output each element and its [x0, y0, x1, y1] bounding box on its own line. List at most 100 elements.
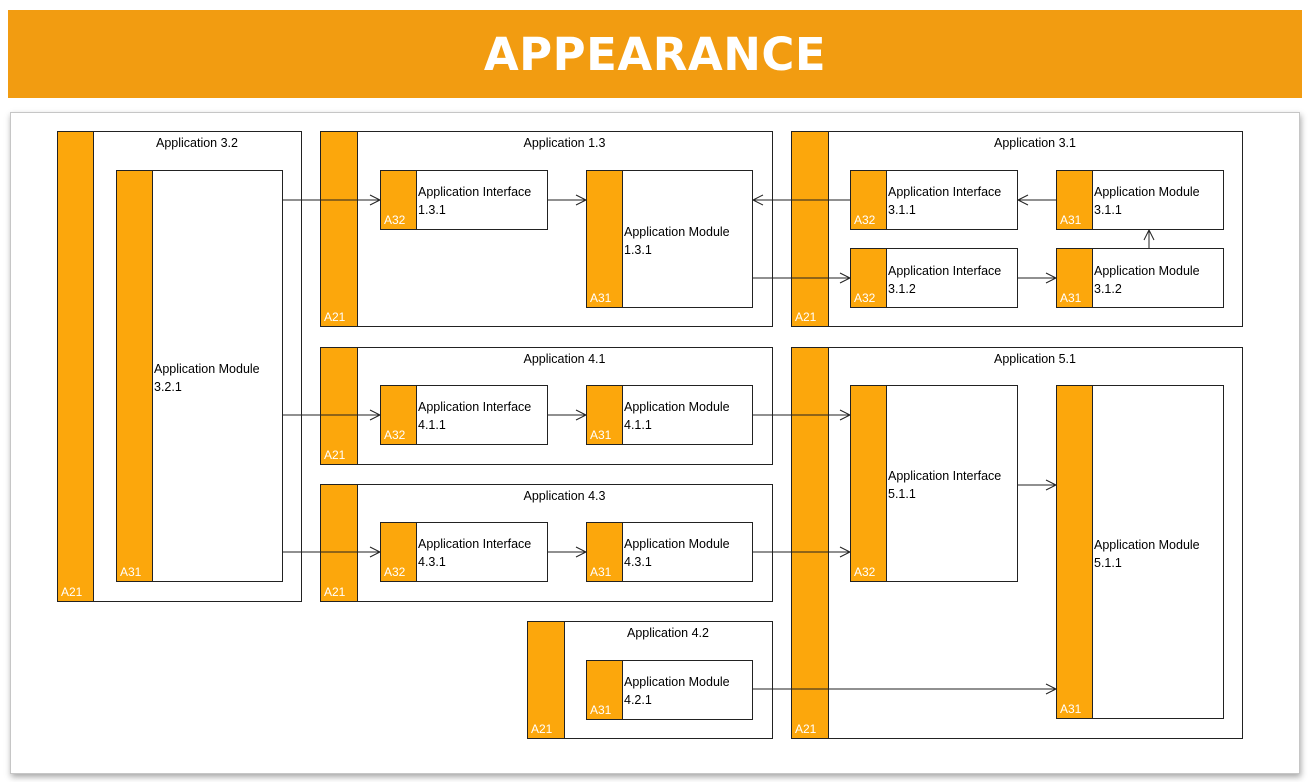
- element-label-line1: Application Interface: [418, 400, 532, 414]
- element-label-line1: Application Interface: [418, 185, 532, 199]
- element-label-line1: Application Module: [624, 225, 730, 239]
- element-code: A31: [1060, 213, 1082, 227]
- element-code: A31: [590, 565, 612, 579]
- element-label: Application Interface 4.1.1: [418, 398, 531, 434]
- page-title: APPEARANCE: [483, 27, 827, 81]
- element-label-line1: Application Interface: [888, 185, 1002, 199]
- module-3-1-2[interactable]: A31 Application Module 3.1.2: [1056, 248, 1224, 308]
- container-code: A21: [795, 722, 817, 736]
- element-bar: A31: [587, 661, 623, 719]
- module-4-2-1[interactable]: A31 Application Module 4.2.1: [586, 660, 753, 720]
- element-bar: A31: [1057, 171, 1093, 229]
- container-title: Application 4.3: [523, 489, 606, 503]
- element-label-line2: 3.2.1: [154, 380, 182, 394]
- element-code: A31: [120, 565, 142, 579]
- container-code: A21: [531, 722, 553, 736]
- element-code: A31: [590, 291, 612, 305]
- container-code: A21: [324, 585, 346, 599]
- element-label-line1: Application Module: [1094, 264, 1200, 278]
- element-bar: A32: [381, 386, 417, 444]
- element-bar: A32: [381, 171, 417, 229]
- element-label-line2: 1.3.1: [624, 243, 652, 257]
- module-1-3-1[interactable]: A31 Application Module 1.3.1: [586, 170, 753, 308]
- container-code: A21: [795, 310, 817, 324]
- element-label: Application Module 4.3.1: [624, 535, 730, 571]
- page-title-banner: APPEARANCE: [8, 10, 1302, 98]
- container-title: Application 3.1: [993, 136, 1076, 150]
- module-4-3-1[interactable]: A31 Application Module 4.3.1: [586, 522, 753, 582]
- container-bar: A21: [528, 622, 565, 738]
- element-code: A32: [384, 428, 406, 442]
- container-bar: A21: [792, 348, 829, 738]
- element-label-line2: 4.3.1: [624, 555, 652, 569]
- element-label-line2: 3.1.2: [1094, 282, 1122, 296]
- element-label-line2: 4.1.1: [418, 418, 446, 432]
- element-code: A31: [1060, 291, 1082, 305]
- element-label: Application Module 1.3.1: [624, 223, 730, 259]
- element-code: A31: [590, 428, 612, 442]
- element-label-line2: 3.1.2: [888, 282, 916, 296]
- element-bar: A32: [851, 171, 887, 229]
- element-code: A32: [854, 565, 876, 579]
- element-label-line1: Application Module: [624, 400, 730, 414]
- element-code: A32: [854, 213, 876, 227]
- container-title: Application 4.1: [523, 352, 606, 366]
- element-bar: A31: [587, 386, 623, 444]
- element-bar: A32: [381, 523, 417, 581]
- container-code: A21: [324, 310, 346, 324]
- element-label-line2: 3.1.1: [888, 203, 916, 217]
- element-code: A32: [384, 565, 406, 579]
- element-label-line1: Application Module: [624, 675, 730, 689]
- element-bar: A31: [117, 171, 153, 581]
- module-5-1-1[interactable]: A31 Application Module 5.1.1: [1056, 385, 1224, 719]
- element-label-line1: Application Module: [1094, 538, 1200, 552]
- container-title: Application 3.2: [155, 136, 238, 150]
- element-label-line1: Application Module: [1094, 185, 1200, 199]
- container-bar: A21: [58, 132, 94, 601]
- interface-3-1-1[interactable]: A32 Application Interface 3.1.1: [850, 170, 1018, 230]
- element-code: A31: [1060, 702, 1082, 716]
- element-bar: A31: [587, 523, 623, 581]
- element-bar: A32: [851, 249, 887, 307]
- container-code: A21: [324, 448, 346, 462]
- element-bar: A31: [1057, 386, 1093, 718]
- element-label: Application Interface 1.3.1: [418, 183, 531, 219]
- container-code: A21: [61, 585, 83, 599]
- element-code: A32: [854, 291, 876, 305]
- element-label: Application Module 3.1.2: [1094, 262, 1200, 298]
- container-bar: A21: [321, 348, 358, 464]
- container-bar: A21: [321, 485, 358, 601]
- interface-4-1-1[interactable]: A32 Application Interface 4.1.1: [380, 385, 548, 445]
- element-bar: A31: [1057, 249, 1093, 307]
- element-code: A32: [384, 213, 406, 227]
- element-label: Application Module 4.2.1: [624, 673, 730, 709]
- element-label-line2: 5.1.1: [1094, 556, 1122, 570]
- element-label-line2: 4.3.1: [418, 555, 446, 569]
- container-title: Application 4.2: [626, 626, 709, 640]
- element-label-line2: 5.1.1: [888, 487, 916, 501]
- element-label: Application Interface 3.1.1: [888, 183, 1001, 219]
- container-bar: A21: [792, 132, 829, 326]
- element-label-line2: 1.3.1: [418, 203, 446, 217]
- element-label-line1: Application Module: [624, 537, 730, 551]
- interface-1-3-1[interactable]: A32 Application Interface 1.3.1: [380, 170, 548, 230]
- container-bar: A21: [321, 132, 358, 326]
- element-label: Application Module 5.1.1: [1094, 536, 1200, 572]
- container-title: Application 1.3: [523, 136, 606, 150]
- element-code: A31: [590, 703, 612, 717]
- element-bar: A32: [851, 386, 887, 581]
- element-label-line2: 4.2.1: [624, 693, 652, 707]
- element-bar: A31: [587, 171, 623, 307]
